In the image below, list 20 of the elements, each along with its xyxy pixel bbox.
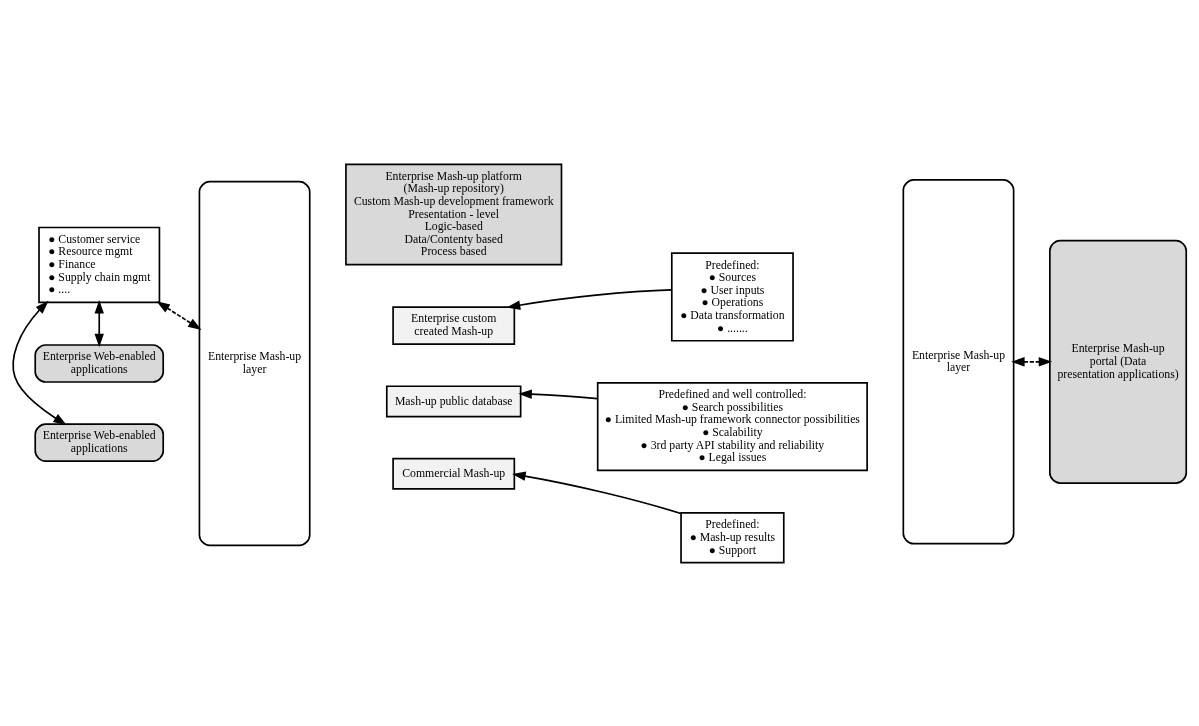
node-box: Enterprise Mash-up layer: [902, 178, 1015, 545]
arrow: [518, 388, 599, 399]
node-box: Mash-up public database: [385, 384, 522, 417]
node-box: Enterprise Web-enabled applications: [34, 343, 165, 383]
arrow: [512, 471, 682, 514]
arrow: [1011, 356, 1053, 367]
node-box: Predefined and well controlled: ● Search possibilities ● Limited Mash-up framework connector possibilities ● Scalability ● 3rd party API stability and reliability ● Legal issues: [596, 381, 868, 471]
node-box: Commercial Mash-up: [392, 457, 516, 490]
node-box: Enterprise Mash-up platform (Mash-up repository) Custom Mash-up development framework Presentation - level Logic-based Data/Contenty based Process based: [345, 163, 563, 265]
arrow: [12, 300, 67, 425]
arrow: [156, 300, 202, 330]
node-box: Enterprise Mash-up portal (Data presentation applications): [1049, 239, 1188, 484]
node-box: Enterprise Web-enabled applications: [34, 422, 165, 462]
arrow: [94, 299, 104, 347]
node-box: Enterprise custom created Mash-up: [392, 305, 516, 345]
node-box: Predefined: ● Mash-up results ● Support: [680, 511, 785, 563]
node-box: Enterprise Mash-up layer: [198, 180, 311, 546]
node-box: Predefined: ● Sources ● User inputs ● Operations ● Data transformation ● .......: [670, 251, 794, 342]
arrow: [506, 288, 673, 310]
node-box: ● Customer service ● Resource mgmt ● Finance ● Supply chain mgmt ● ....: [38, 226, 161, 303]
